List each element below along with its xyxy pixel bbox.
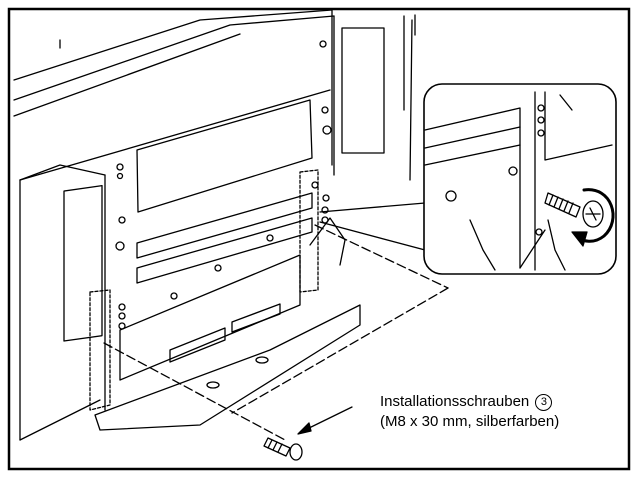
diagram-frame [7,7,631,471]
part-number-badge: 3 [535,394,553,411]
loose-screw-icon [263,437,303,461]
callout-leader [297,406,353,435]
screw-axis-lines [103,224,449,441]
detail-callout [319,83,617,275]
screw-icon [544,192,604,228]
screw-caption: Installationsschrauben 3 (M8 x 30 mm, si… [380,392,559,432]
tv-back-body [19,89,331,441]
mounting-holes [115,40,332,330]
tv-right-rail [331,9,416,181]
stand-base [94,217,361,431]
tv-top-edge [13,9,335,117]
caption-line-2: (M8 x 30 mm, silberfarben) [380,413,560,430]
caption-line-1: Installationsschrauben 3 [380,392,559,412]
clockwise-arrow-icon [571,188,615,247]
caption-title: Installationsschrauben [380,393,530,410]
vent-openings [136,99,313,284]
